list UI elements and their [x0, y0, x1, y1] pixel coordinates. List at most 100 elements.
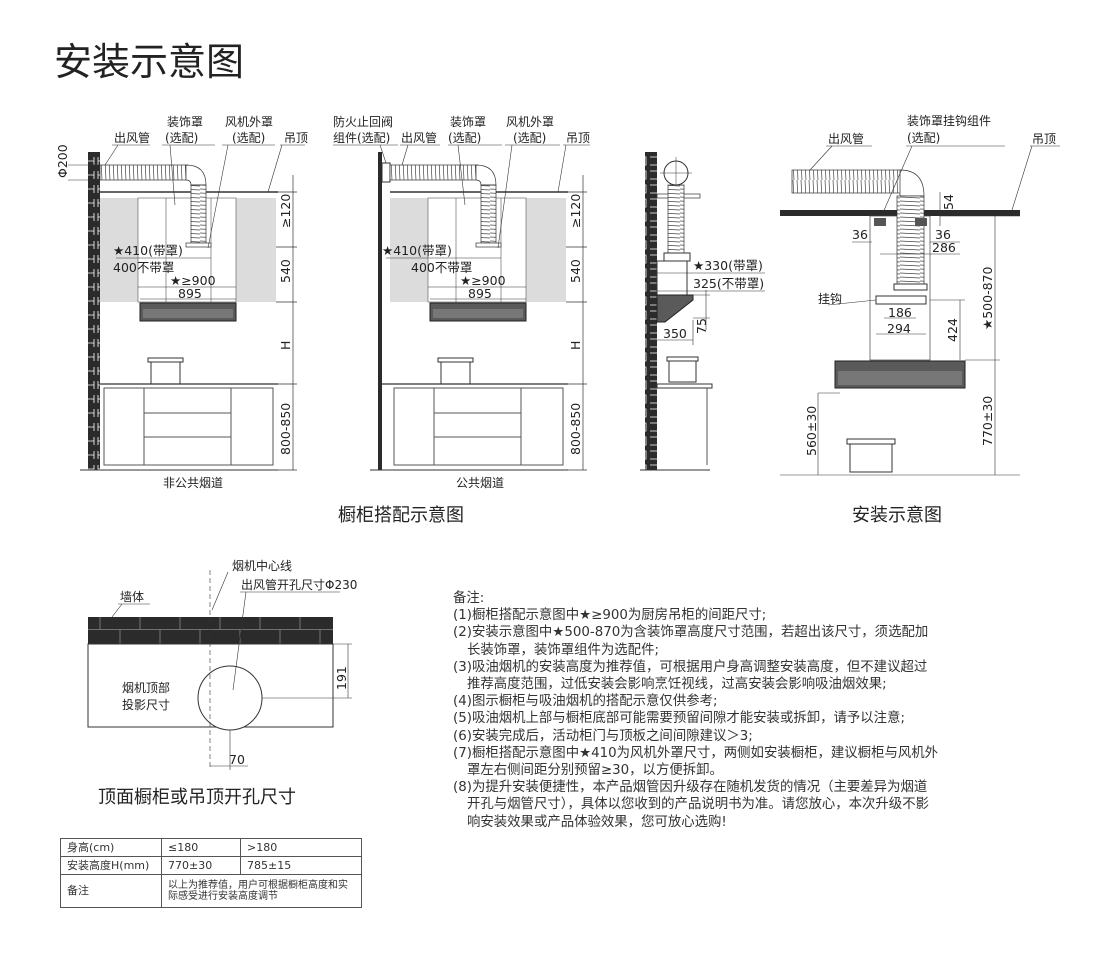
dim-770: 770±30: [980, 396, 995, 446]
table-cell: 身高(cm): [60, 838, 162, 857]
dim-350: 350: [663, 326, 687, 341]
note-line: (1)橱柜搭配示意图中★≥900为厨房吊柜的间距尺寸;: [453, 608, 767, 624]
dim-36-right: 36: [935, 227, 951, 242]
dim-75: 75: [694, 318, 709, 334]
dim-540: 540: [278, 259, 293, 283]
label-wall: 墙体: [120, 590, 144, 604]
caption-private-flue: 非公共烟道: [163, 476, 223, 490]
dim-325: 325(不带罩): [693, 276, 764, 291]
dim-410: ★410(带罩): [113, 243, 183, 258]
note-line: (2)安装示意图中★500-870为含装饰罩高度尺寸范围，若超出该尺寸，须选配加: [453, 625, 929, 641]
label-outlet-pipe: 出风管: [114, 130, 150, 145]
table-cell: 以上为推荐值，用户可根据橱柜高度和实际感受进行安装高度调节: [161, 874, 362, 908]
notes-heading: 备注:: [453, 591, 485, 606]
fire-check-valve: [381, 162, 391, 183]
page-title: 安装示意图: [54, 40, 244, 84]
duct-hole: [197, 665, 263, 731]
dim-500-870: ★500-870: [980, 267, 995, 330]
label-fan-cover: 风机外罩: [506, 115, 554, 129]
install-height-table: 身高(cm) ≤180 >180 安装高度H(mm) 770±30 785±15…: [60, 838, 362, 908]
note-line: 长装饰罩，装饰罩组件为选配件;: [467, 642, 659, 658]
dim-800-850: 800-850: [278, 403, 293, 455]
label-ceiling: 吊顶: [566, 131, 590, 145]
label-optional: (选配): [448, 131, 481, 145]
dim-70: 70: [229, 752, 245, 767]
dim-800-850: 800-850: [568, 403, 583, 455]
dim-294: 294: [887, 321, 911, 336]
label-outlet-pipe: 出风管: [828, 131, 864, 146]
table-row: 安装高度H(mm) 770±30 785±15: [60, 856, 362, 875]
dim-540: 540: [568, 259, 583, 283]
label-outlet-pipe: 出风管: [401, 130, 437, 145]
note-line: 响安装效果或产品体验效果，您可放心选购!: [467, 814, 727, 830]
brick-wall: [88, 152, 100, 470]
dim-54: 54: [941, 194, 956, 210]
caption-public-flue: 公共烟道: [456, 476, 504, 490]
dim-400: 400不带罩: [411, 260, 472, 275]
table-cell: >180: [240, 838, 362, 857]
table-cell: 安装高度H(mm): [60, 856, 162, 875]
caption-install-diagram: 安装示意图: [852, 505, 942, 526]
label-deco-cover: 装饰罩: [450, 115, 486, 129]
cabinet-diagram-private-flue: Φ200 ≥120 540 H 800-850 ★410(带罩) 400不带罩 …: [55, 115, 308, 490]
dim-diameter: Φ200: [55, 144, 70, 178]
label-fire-valve-kit: 组件(选配): [333, 131, 390, 145]
note-line: (8)为提升安装便捷性，本产品烟管因升级存在随机发货的情况（主要差异为烟道: [453, 780, 928, 796]
table-row: 身高(cm) ≤180 >180: [60, 838, 362, 857]
table-cell: ≤180: [161, 838, 241, 857]
note-line: (5)吸油烟机上部与橱柜底部可能需要预留间隙才能安装或拆卸，请予以注意;: [453, 711, 905, 727]
table-cell: 785±15: [240, 856, 362, 875]
label-deco-cover: 装饰罩: [167, 115, 203, 129]
label-hole-size: 出风管开孔尺寸Φ230: [241, 577, 357, 592]
exhaust-duct: [99, 164, 189, 181]
cabinet-diagram-public-flue: ≥120 540 H 800-850 ★410(带罩) 400不带罩 ★≥900…: [333, 114, 590, 490]
label-ceiling: 吊顶: [1032, 132, 1056, 146]
caption-cabinet-diagram: 橱柜搭配示意图: [338, 505, 464, 526]
note-line: 推荐高度范围，过低安装会影响烹饪视线，过高安装会影响吸油烟效果;: [467, 677, 887, 693]
dim-560: 560±30: [804, 406, 819, 456]
pot-icon: [147, 357, 184, 363]
note-line: 开孔与烟管尺寸），具体以您收到的产品说明书为准。请您放心，本次升级不影: [467, 797, 929, 813]
note-line: (7)橱柜搭配示意图中★410为风机外罩尺寸，两侧如安装橱柜，建议橱柜与风机外: [453, 745, 939, 761]
label-center-line: 烟机中心线: [232, 558, 292, 573]
label-optional: (选配): [232, 131, 265, 145]
base-cabinet: [103, 387, 274, 466]
note-line: (3)吸油烟机的安装高度为推荐值，可根据用户身高调整安装高度，但不建议超过: [453, 659, 928, 675]
label-projection-size: 投影尺寸: [122, 697, 170, 712]
table-cell: 备注: [60, 874, 162, 908]
label-projection: 烟机顶部: [122, 680, 170, 695]
label-hook: 挂钩: [818, 292, 842, 306]
dim-895: 895: [178, 286, 202, 301]
label-ceiling: 吊顶: [284, 131, 308, 145]
dim-410: ★410(带罩): [382, 243, 452, 258]
label-fire-valve: 防火止回阀: [333, 114, 393, 129]
dim-895: 895: [468, 286, 492, 301]
table-row: 备注 以上为推荐值，用户可根据橱柜高度和实际感受进行安装高度调节: [60, 874, 362, 908]
dim-120: ≥120: [278, 194, 293, 228]
side-hood: [656, 294, 694, 323]
label-fan-cover: 风机外罩: [225, 115, 273, 129]
table-cell: 770±30: [161, 856, 241, 875]
note-line: 罩左右侧间距分别预留≥30，以方便拆卸。: [467, 763, 723, 779]
side-view-diagram: ★330(带罩) 325(不带罩) 75 350: [640, 152, 765, 471]
label-hook-kit: 装饰罩挂钩组件: [907, 114, 991, 128]
dim-h: H: [278, 341, 293, 350]
wall-strip: [88, 617, 333, 644]
hole-size-diagram: 烟机中心线 出风管开孔尺寸Φ230 墙体 烟机顶部 投影尺寸 191 70 顶面…: [87, 558, 357, 808]
dim-400: 400不带罩: [113, 260, 174, 275]
dim-330: ★330(带罩): [693, 258, 763, 273]
dim-191: 191: [334, 666, 349, 690]
dim-h: H: [568, 341, 583, 350]
dim-36-left: 36: [852, 227, 868, 242]
label-optional: (选配): [165, 131, 198, 145]
dim-120: ≥120: [568, 194, 583, 228]
dim-424: 424: [945, 318, 960, 342]
notes: 备注: (1)橱柜搭配示意图中★≥900为厨房吊柜的间距尺寸; (2)安装示意图…: [453, 590, 1053, 831]
label-optional: (选配): [907, 131, 940, 145]
note-line: (4)图示橱柜与吸油烟机的搭配示意仅供参考;: [453, 694, 718, 710]
caption-hole-size: 顶面橱柜或吊顶开孔尺寸: [98, 787, 296, 808]
dim-286: 286: [932, 240, 956, 255]
dim-186: 186: [888, 305, 912, 320]
dim-900: ★≥900: [170, 273, 216, 288]
